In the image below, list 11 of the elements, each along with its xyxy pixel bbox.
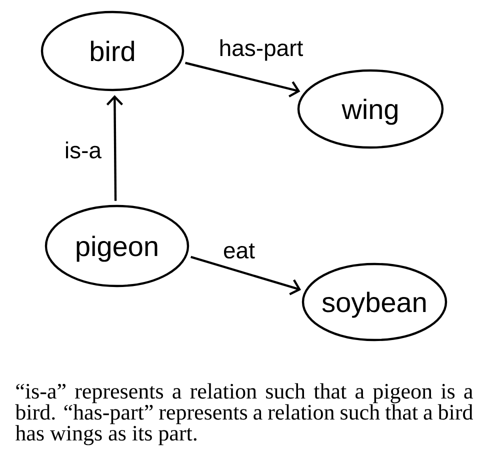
- caption: “is-a” represents a relation such that a pigeon is a bird. “has-part” represents a relation such that a bird has wings as its part.: [15, 383, 473, 446]
- edge-label: eat: [222, 242, 256, 260]
- edge-label: is-a: [63, 140, 103, 160]
- ellipse-node: bird: [40, 10, 184, 92]
- arrow: [185, 62, 300, 98]
- arrow: [190, 256, 302, 296]
- edge-label: has-part: [218, 38, 304, 62]
- ellipse-node: soybean: [302, 262, 448, 342]
- ellipse-node: wing: [297, 69, 444, 149]
- ellipse-node: pigeon: [44, 204, 190, 288]
- arrow: [106, 95, 124, 201]
